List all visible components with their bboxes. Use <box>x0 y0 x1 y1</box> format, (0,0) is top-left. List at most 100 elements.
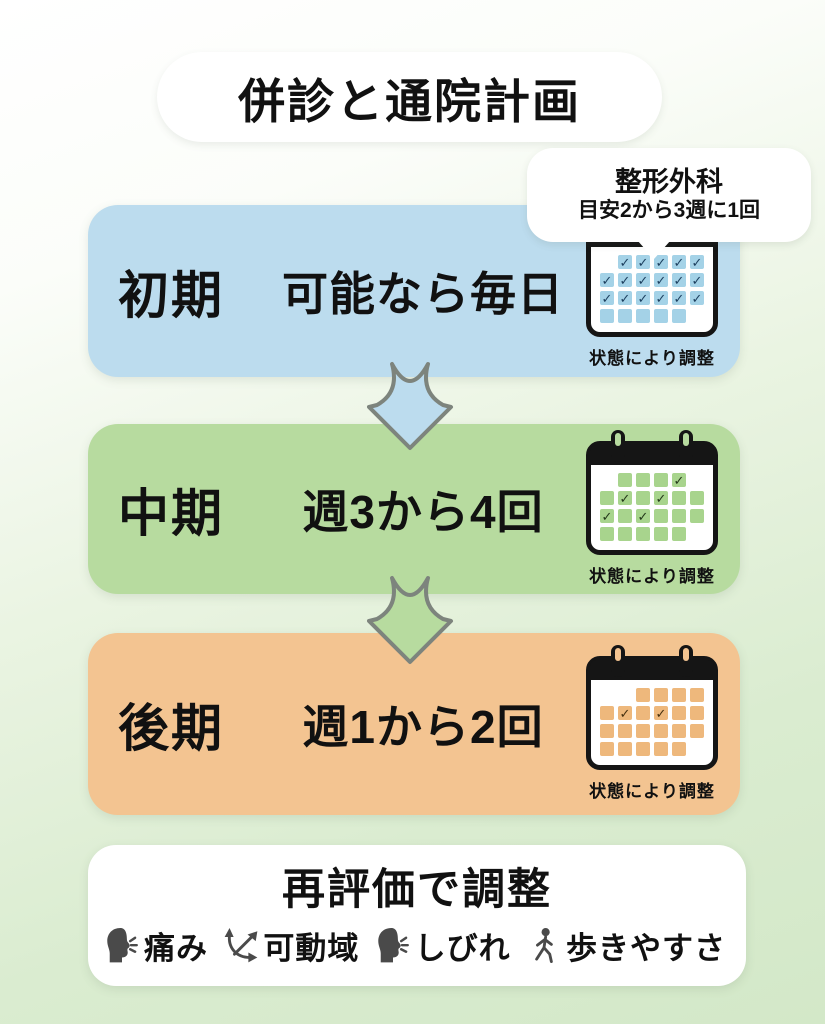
calendar-header <box>590 445 714 465</box>
reevaluation-title: 再評価で調整 <box>282 866 552 914</box>
calendar-day <box>672 688 686 702</box>
calendar-day <box>636 742 650 756</box>
calendar-grid: ✓✓✓✓✓✓✓✓✓✓✓✓✓✓✓✓✓ <box>591 247 713 332</box>
calendar-day <box>618 509 632 523</box>
list-item: 可動域 <box>223 923 359 968</box>
calendar-day-checked: ✓ <box>618 705 632 721</box>
callout-detail: 目安2から3週に1回 <box>577 198 761 222</box>
calendar-caption: 状態により調整 <box>589 349 715 368</box>
calendar-day <box>654 509 668 523</box>
calendar-day-checked: ✓ <box>600 508 614 524</box>
calendar-header <box>590 660 714 680</box>
phase-label: 中期 <box>118 485 225 542</box>
calendar-day <box>672 706 686 720</box>
reeval-item-label: 痛み <box>144 931 208 966</box>
calendar-day-checked: ✓ <box>672 254 686 270</box>
calendar-day-checked: ✓ <box>654 272 668 288</box>
callout-tail <box>637 240 671 259</box>
calendar-day <box>654 473 668 487</box>
reevaluation-box: 再評価で調整 痛み 可動域 <box>88 845 746 986</box>
calendar-widget: ✓✓✓✓✓ 状態により調整 <box>576 430 728 587</box>
head-speaking-icon <box>377 927 409 962</box>
calendar-day <box>636 473 650 487</box>
calendar-day <box>690 688 704 702</box>
calendar-day-checked: ✓ <box>672 290 686 306</box>
calendar-day <box>600 706 614 720</box>
calendar-ring-icon <box>611 645 625 677</box>
calendar-day-checked: ✓ <box>636 272 650 288</box>
reeval-item-label: 歩きやすさ <box>565 931 726 966</box>
calendar-day <box>636 688 650 702</box>
calendar-day-checked: ✓ <box>672 272 686 288</box>
phase-frequency: 可能なら毎日 <box>282 268 564 320</box>
calendar-day <box>618 742 632 756</box>
calendar-day <box>600 724 614 738</box>
title-pill: 併診と通院計画 <box>157 52 662 142</box>
calendar-day <box>654 724 668 738</box>
calendar-day <box>690 491 704 505</box>
calendar-day <box>600 527 614 541</box>
list-item: 歩きやすさ <box>526 923 726 968</box>
calendar-day <box>618 527 632 541</box>
calendar-day <box>690 509 704 523</box>
reeval-item-label: しびれ <box>414 931 511 966</box>
calendar-day <box>636 706 650 720</box>
calendar-ring-icon <box>679 645 693 677</box>
calendar-ring-icon <box>611 430 625 462</box>
calendar-ring-icon <box>679 430 693 462</box>
calendar-day <box>654 309 668 323</box>
list-item: 痛み <box>104 923 208 968</box>
phase-frequency: 週3から4回 <box>302 486 544 538</box>
calendar-day <box>636 491 650 505</box>
calendar-day <box>654 742 668 756</box>
calendar-day <box>618 724 632 738</box>
head-speaking-icon <box>107 927 138 962</box>
calendar-grid: ✓✓ <box>591 680 713 765</box>
orthopedics-callout: 整形外科 目安2から3週に1回 <box>527 148 811 259</box>
calendar-day <box>654 688 668 702</box>
calendar-day <box>636 527 650 541</box>
calendar-day-checked: ✓ <box>654 290 668 306</box>
calendar-day-checked: ✓ <box>618 290 632 306</box>
calendar-day-checked: ✓ <box>600 272 614 288</box>
calendar-day <box>636 724 650 738</box>
callout-heading: 整形外科 <box>615 166 723 197</box>
phase-box-middle: 中期 週3から4回 ✓✓✓✓✓ 状態により調整 <box>88 424 740 594</box>
calendar-icon: ✓✓✓✓✓ <box>586 430 718 555</box>
phase-frequency: 週1から2回 <box>302 701 544 753</box>
calendar-caption: 状態により調整 <box>589 567 715 586</box>
calendar-day <box>672 527 686 541</box>
range-of-motion-icon <box>224 927 258 962</box>
calendar-day <box>672 742 686 756</box>
calendar-day <box>618 473 632 487</box>
page-title: 併診と通院計画 <box>238 74 581 128</box>
calendar-day-checked: ✓ <box>618 254 632 270</box>
calendar-day <box>690 724 704 738</box>
calendar-day-checked: ✓ <box>654 490 668 506</box>
calendar-day-checked: ✓ <box>654 705 668 721</box>
calendar-widget: ✓✓ 状態により調整 <box>576 645 728 802</box>
calendar-day <box>636 309 650 323</box>
calendar-day-checked: ✓ <box>618 490 632 506</box>
calendar-grid: ✓✓✓✓✓ <box>591 465 713 550</box>
calendar-icon: ✓✓ <box>586 645 718 770</box>
calendar-day <box>654 527 668 541</box>
down-arrow-icon <box>367 362 453 450</box>
calendar-day <box>672 491 686 505</box>
phase-label: 初期 <box>118 267 225 324</box>
calendar-caption: 状態により調整 <box>589 782 715 801</box>
calendar-day <box>618 309 632 323</box>
calendar-day-checked: ✓ <box>690 254 704 270</box>
calendar-day <box>600 309 614 323</box>
calendar-day-checked: ✓ <box>690 272 704 288</box>
calendar-day-checked: ✓ <box>618 272 632 288</box>
calendar-day <box>672 309 686 323</box>
calendar-day <box>600 742 614 756</box>
calendar-day-checked: ✓ <box>600 290 614 306</box>
phase-label: 後期 <box>118 700 225 757</box>
reevaluation-items: 痛み 可動域 しびれ <box>88 917 746 968</box>
calendar-day-checked: ✓ <box>636 508 650 524</box>
walking-person-icon <box>535 927 553 963</box>
reeval-item-label: 可動域 <box>263 931 360 966</box>
